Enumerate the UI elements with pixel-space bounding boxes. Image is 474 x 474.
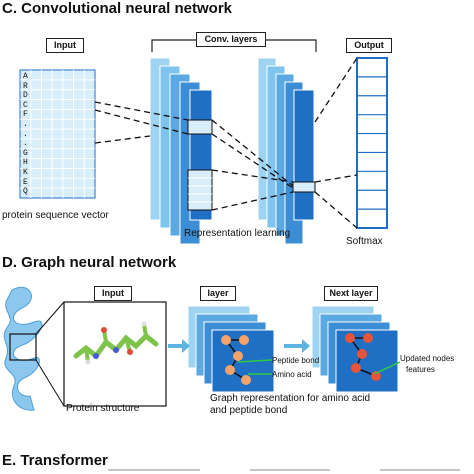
input-sequence-grid xyxy=(19,69,96,199)
sequence-letter: A xyxy=(23,72,28,81)
sequence-letter: C xyxy=(23,100,28,110)
protein-helix xyxy=(3,286,43,411)
gnn-next-layer-label: Next layer xyxy=(324,286,378,301)
gnn-layer-stack xyxy=(187,305,275,393)
representation-caption: Representation learning xyxy=(184,228,291,239)
gnn-section-title: D. Graph neural network xyxy=(2,254,177,271)
flow-arrows xyxy=(168,339,310,353)
sequence-letter: G xyxy=(23,148,28,158)
cnn-section-title: C. Convolutional neural network xyxy=(2,0,233,17)
updated-nodes-label-1: Updated nodes xyxy=(400,354,455,363)
cnn-output-label: Output xyxy=(346,38,392,53)
transformer-section-title: E. Transformer xyxy=(2,452,108,469)
peptide-bond-label: Peptide bond xyxy=(272,356,320,365)
graph-caption-1: Graph representation for amino acid xyxy=(210,393,371,404)
conv-layers-label: Conv. layers xyxy=(196,32,266,47)
sequence-caption: protein sequence vector xyxy=(2,210,109,221)
gnn-input-label: Input xyxy=(94,286,132,301)
sequence-letter: F xyxy=(23,110,28,120)
helix-zoom-box xyxy=(9,333,37,361)
sequence-letter: H xyxy=(23,158,28,168)
sequence-letter: D xyxy=(23,91,28,101)
amino-acid-label: Amino acid xyxy=(272,370,312,379)
sequence-letter: K xyxy=(23,167,28,177)
conv-stack-2 xyxy=(257,57,316,245)
updated-nodes-label-2: features xyxy=(406,365,435,374)
sequence-letter: . xyxy=(23,129,28,139)
conv-stack-1 xyxy=(149,57,213,245)
gnn-next-layer-stack xyxy=(311,305,401,393)
softmax-caption: Softmax xyxy=(346,236,383,247)
cnn-projection-lines xyxy=(94,57,358,229)
sequence-letter: R xyxy=(23,81,28,91)
sequence-letter: E xyxy=(23,177,28,187)
sequence-letter: . xyxy=(23,139,28,149)
cnn-input-label: Input xyxy=(46,38,84,53)
graph-caption-2: and peptide bond xyxy=(210,405,288,416)
gnn-layer-label: layer xyxy=(200,286,236,301)
output-softmax-column xyxy=(356,57,388,229)
sequence-letter: . xyxy=(23,119,28,129)
protein-structure-caption: Protein structure xyxy=(66,403,140,414)
molecule-structure xyxy=(73,321,159,365)
sequence-letter: Q xyxy=(23,187,28,197)
